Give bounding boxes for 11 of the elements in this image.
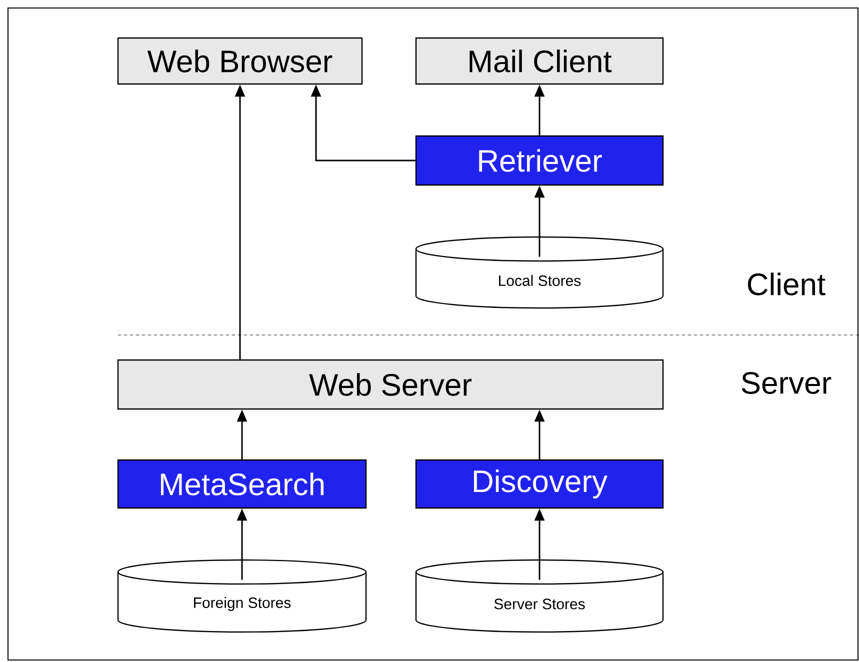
database-cylinder: Local Stores [415,236,664,309]
tier-label: Client [748,272,826,296]
component-box: Retriever [415,135,664,186]
process-box: Mail Client [415,37,664,85]
component-box: Discovery [415,459,664,509]
component-box: MetaSearch [117,459,367,509]
process-box: Web Server [117,359,664,410]
tier-label: Server [742,372,832,394]
database-cylinder: Foreign Stores [117,559,367,633]
process-box: Web Browser [117,37,363,85]
database-cylinder: Server Stores [415,559,664,633]
